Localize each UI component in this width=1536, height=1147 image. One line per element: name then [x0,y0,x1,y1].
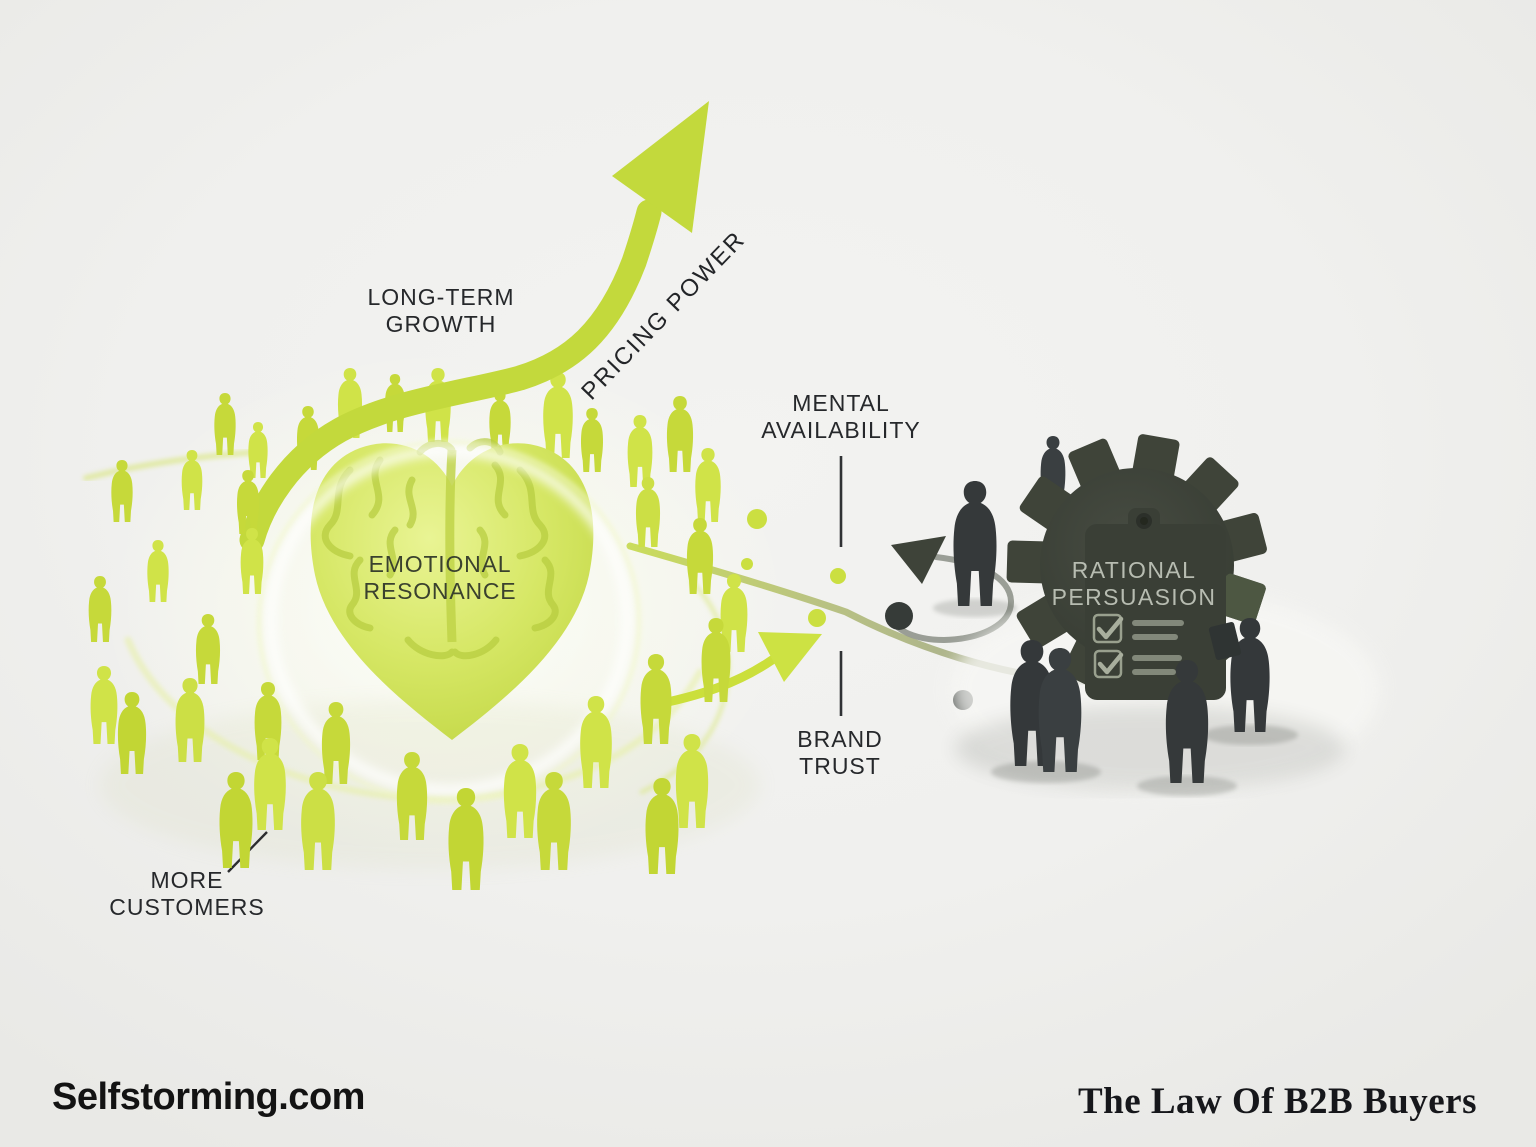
rational-group [933,434,1380,796]
footer-page-title: The Law Of B2B Buyers [1077,1081,1477,1122]
long-term-growth-label: LONG-TERM GROWTH [367,284,515,338]
check-icon [1097,652,1124,675]
check-icon [1096,616,1124,640]
floating-spheres-lime [741,509,846,627]
dark-arrowhead [891,536,946,584]
mental-availability-label: MENTAL AVAILABILITY [761,390,921,444]
rational-persuasion-label: RATIONAL PERSUASION [1051,557,1217,611]
exchange-arrows [626,509,1140,711]
tablet [1208,621,1242,661]
dark-figure-left [953,481,997,606]
emotional-resonance-label: EMOTIONAL RESONANCE [363,551,517,605]
more-customers-label: MORE CUSTOMERS [109,867,265,921]
brain-halo-ring [256,439,642,805]
checklist [1092,613,1184,679]
lime-arrowhead [758,632,822,682]
brand-trust-label: BRAND TRUST [797,726,883,780]
brain-center-groove [445,449,457,643]
growth-arrowhead [612,101,709,233]
growth-arrow [239,101,709,553]
footer-site-name: Selfstorming.com [52,1076,365,1118]
